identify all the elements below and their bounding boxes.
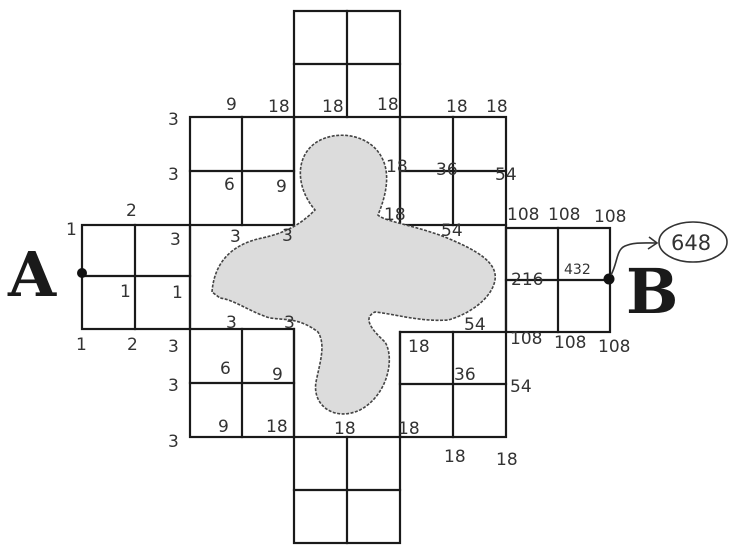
num: 3: [284, 313, 295, 333]
num: 108: [510, 329, 542, 349]
num: 108: [594, 207, 626, 227]
num: 54: [495, 165, 517, 185]
label-a: A: [7, 238, 57, 311]
num: 1: [120, 282, 131, 302]
num: 9: [276, 177, 287, 197]
num: 18: [408, 337, 430, 357]
num: 18: [268, 97, 290, 117]
num: 18: [486, 97, 508, 117]
num: 6: [220, 359, 231, 379]
num: 2: [127, 335, 138, 355]
num: 6: [224, 175, 235, 195]
num: 3: [230, 227, 241, 247]
num: 216: [511, 270, 543, 290]
num: 108: [548, 205, 580, 225]
num: 3: [168, 376, 179, 396]
num: 36: [436, 160, 458, 180]
num: 1: [172, 283, 183, 303]
answer-value: 648: [671, 231, 711, 255]
num: 18: [384, 205, 406, 225]
num: 2: [126, 201, 137, 221]
point-a-dot: [77, 268, 87, 278]
num: 18: [446, 97, 468, 117]
num: 9: [226, 95, 237, 115]
num: 18: [496, 450, 518, 470]
num: 18: [444, 447, 466, 467]
num: 3: [168, 110, 179, 130]
num: 9: [218, 417, 229, 437]
num: 3: [168, 165, 179, 185]
num: 18: [334, 419, 356, 439]
num: 18: [398, 419, 420, 439]
num: 432: [564, 262, 591, 278]
num: 1: [66, 220, 77, 240]
num: 18: [377, 95, 399, 115]
num: 54: [464, 315, 486, 335]
label-b: B: [626, 255, 678, 328]
num: 18: [322, 97, 344, 117]
num: 108: [554, 333, 586, 353]
num: 108: [598, 337, 630, 357]
num: 3: [226, 313, 237, 333]
num: 18: [266, 417, 288, 437]
point-b-dot: [604, 274, 615, 285]
num: 54: [441, 221, 463, 241]
num: 108: [507, 205, 539, 225]
num: 36: [454, 365, 476, 385]
num: 54: [510, 377, 532, 397]
num: 3: [168, 432, 179, 452]
num: 9: [272, 365, 283, 385]
num: 3: [168, 337, 179, 357]
num: 3: [170, 230, 181, 250]
num: 1: [76, 335, 87, 355]
num: 18: [386, 157, 408, 177]
num: 3: [282, 226, 293, 246]
